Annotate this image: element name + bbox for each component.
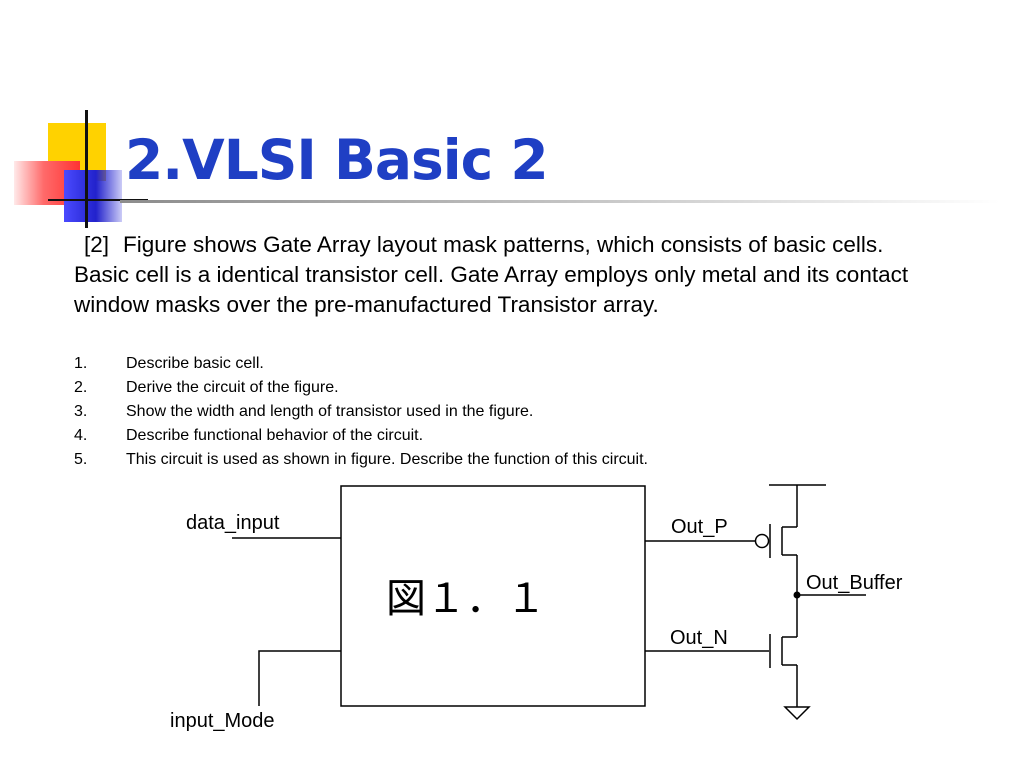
label-out-n: Out_N (670, 627, 728, 649)
question-number: 2. (74, 379, 88, 396)
list-item: 3. Show the width and length of transisto… (74, 400, 974, 424)
question-number: 4. (74, 427, 88, 444)
question-text: Describe basic cell. (126, 355, 264, 372)
decor-blue-square (64, 170, 122, 222)
question-text: Describe functional behavior of the circ… (126, 427, 424, 444)
logic-block (340, 485, 646, 707)
decor-vertical-line (85, 110, 88, 228)
problem-tag: [2] (84, 232, 110, 257)
ground-symbol (783, 706, 811, 721)
list-item: 4. Describe functional behavior of the ci… (74, 424, 974, 448)
pmos-gate-bubble (754, 533, 770, 549)
block-label: 図１．１ (386, 577, 546, 621)
list-item: 2. Derive the circuit of the figure. (74, 376, 974, 400)
question-text: Show the width and length of transistor … (126, 403, 534, 420)
label-out-p: Out_P (671, 516, 728, 538)
question-number: 5. (74, 451, 88, 468)
question-text: Derive the circuit of the figure. (126, 379, 339, 396)
list-item: 1. Describe basic cell. (74, 352, 974, 376)
problem-text: Figure shows Gate Array layout mask patt… (74, 232, 909, 317)
wire-input-mode (258, 650, 341, 706)
title-underline (120, 200, 1000, 203)
page-title: 2.VLSI Basic 2 (125, 128, 549, 192)
question-list: 1. Describe basic cell. 2. Derive the circ… (74, 352, 974, 472)
output-junction-dot (793, 591, 801, 599)
question-text: This circuit is used as shown in figure.… (126, 451, 648, 468)
label-data-input: data_input (186, 512, 280, 534)
label-out-buffer: Out_Buffer (806, 572, 903, 594)
question-number: 3. (74, 403, 88, 420)
label-input-mode: input_Mode (170, 710, 275, 732)
list-item: 5. This circuit is used as shown in figur… (74, 448, 974, 472)
problem-description: [2]Figure shows Gate Array layout mask p… (74, 230, 934, 320)
decor-horizontal-line (48, 199, 148, 201)
question-number: 1. (74, 355, 88, 372)
